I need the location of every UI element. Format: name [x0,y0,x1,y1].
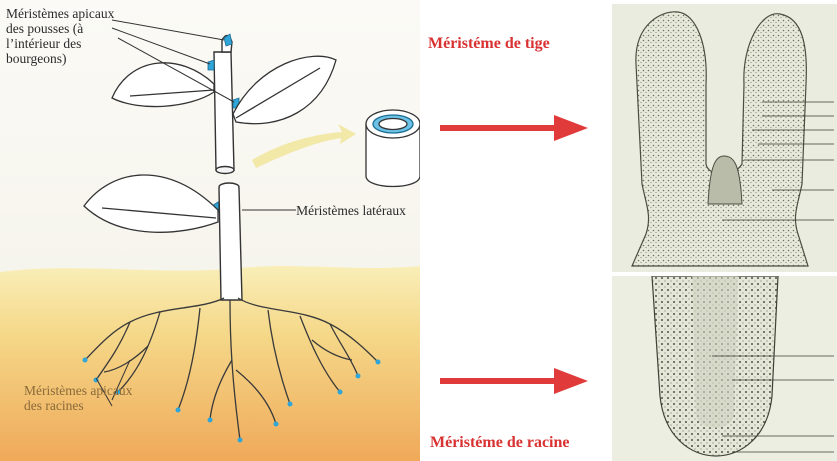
label-lateral-meristems: Méristèmes latéraux [296,203,406,218]
stem-micrograph [612,4,837,272]
label-shoot-apical-meristems: Méristèmes apicaux des pousses (à l’inté… [6,6,116,66]
root-micrograph [612,276,837,461]
stem-cylinder-icon [366,110,420,187]
soil [0,266,420,461]
upper-stem [214,35,234,173]
red-arrow-icon [440,366,590,396]
red-arrow-icon [440,113,590,143]
plant-illustration: Méristèmes apicaux des pousses (à l’inté… [0,0,420,461]
title-root-meristem: Méristéme de racine [430,434,569,452]
title-stem-meristem: Méristéme de tige [428,35,550,53]
lower-stem [219,183,242,300]
label-root-apical-meristems: Méristèmes apicaux des racines [24,383,134,413]
